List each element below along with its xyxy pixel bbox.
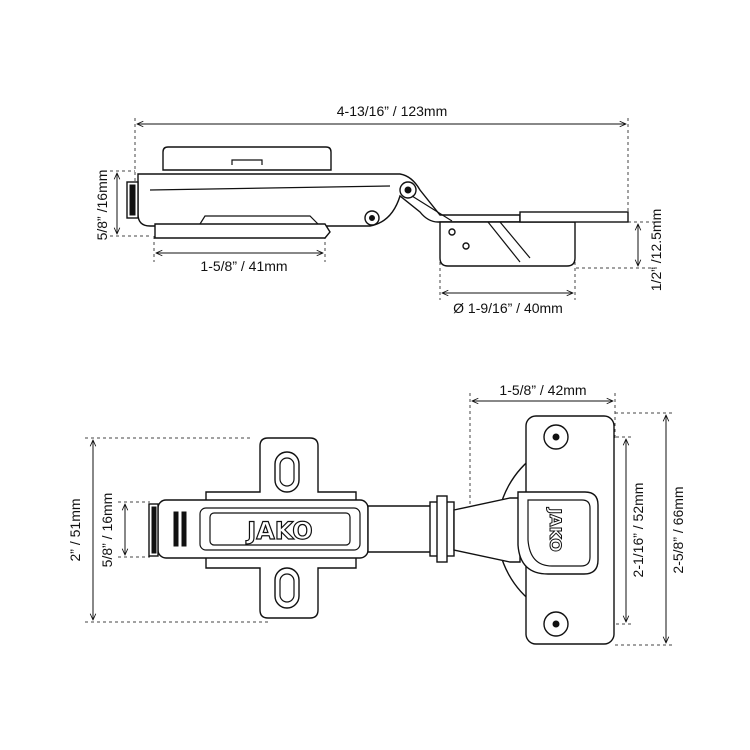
flange-height-label: 2-5/8” / 66mm [670,486,686,573]
cup-rivet [448,228,456,236]
plate-height-label: 2” / 51mm [67,498,83,561]
arm-slot-2 [181,511,187,547]
arm-edge [149,185,391,191]
cup-depth-label: 1/2” /12.5mm [648,209,664,291]
arm-slot-1 [173,511,179,547]
mounting-slot-top-inner [279,457,295,487]
hinge-top-profile: JAKO JAKO [148,415,615,645]
cover-slot [231,159,263,165]
hinge-arm [137,173,521,227]
cup-body [517,491,599,575]
top-view: 2” / 51mm 5/8” / 16mm 1-5/8” / 42mm 2-1/… [67,382,686,646]
cup-width-label: 1-5/8” / 42mm [499,382,586,398]
arm-recess [199,507,361,551]
arm-end-cap-top-inner [151,506,157,554]
side-view: 4-13/16” / 123mm 5/8” /16mm 1-5/8” / 41m… [94,103,664,316]
arm-neck [367,505,433,553]
screw-hole-bottom-center [552,620,560,628]
link-pin [436,495,448,563]
cup-body-inner [527,499,591,567]
pivot-upper-pin [404,186,412,194]
hinge-side-profile [126,146,629,267]
hinge-cup [439,221,576,267]
pivot-lower-pin [369,215,375,221]
arm-end-cap-inner [129,184,136,216]
cup-flange [519,211,629,223]
cup-inner-line [487,221,521,263]
arm-height-label: 5/8” /16mm [94,170,110,241]
screw-hole-top-center [552,433,560,441]
overall-length-label: 4-13/16” / 123mm [337,103,448,119]
plate-clip [199,215,319,225]
cover-plate [162,146,332,171]
mounting-plate [154,223,331,239]
mounting-slot-bottom-inner [279,573,295,603]
cup-rivet [462,242,470,250]
arm-width-label: 5/8” / 16mm [99,493,115,568]
hole-spacing-label: 2-1/16” / 52mm [630,483,646,578]
base-length-label: 1-5/8” / 41mm [200,258,287,274]
arm-recess-inner [209,512,351,546]
cup-inner-line [499,221,531,259]
cup-logo: JAKO [546,507,565,552]
cup-diameter-label: Ø 1-9/16” / 40mm [453,300,563,316]
cup-link-arm [453,497,521,563]
arm-logo: JAKO [245,517,312,545]
hinge-link [411,195,453,222]
